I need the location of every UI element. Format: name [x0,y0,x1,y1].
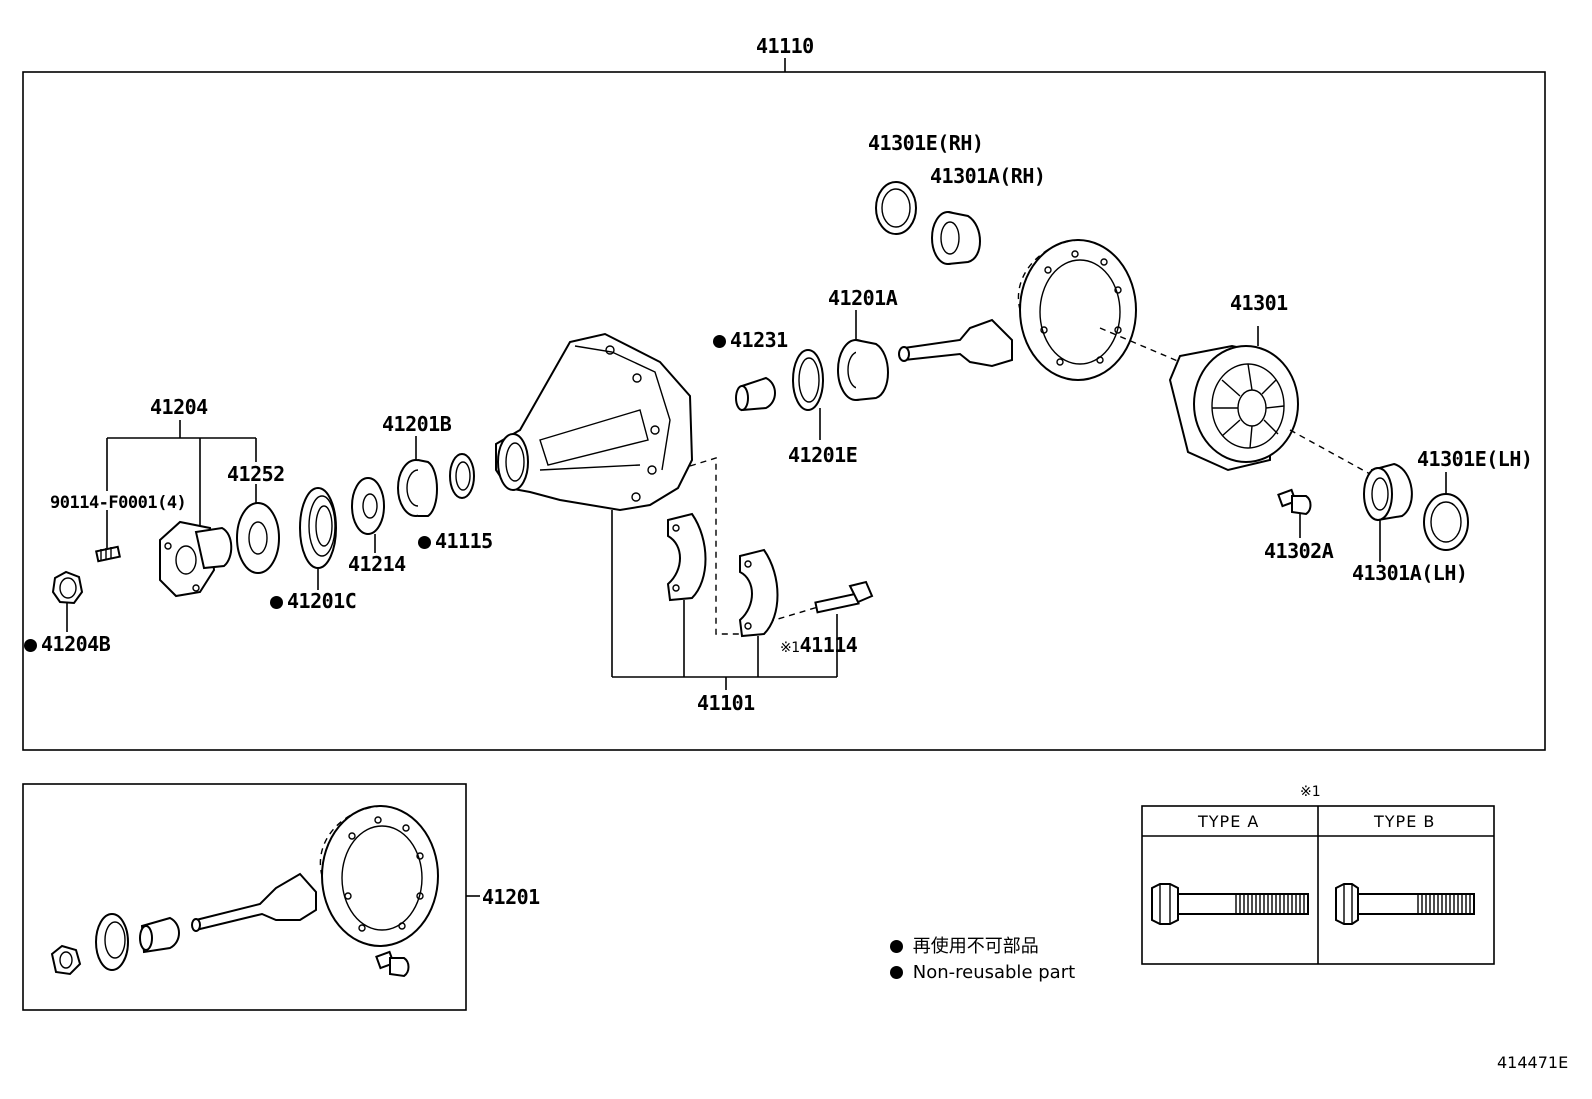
label-41201A: 41201A [828,286,898,310]
axis-dash-1 [1099,327,1181,363]
non-reusable-dot-icon [418,536,431,549]
legend-jp-text: 再使用不可部品 [912,936,1039,957]
label-41110: 41110 [756,34,814,58]
seal-41301E-LH [1423,472,1469,551]
label-41114-text: 41114 [799,633,858,657]
label-41302A: 41302A [1264,539,1334,563]
ring-41115 [449,453,475,499]
label-41301A-LH: 41301A(LH) [1352,561,1468,585]
type-note-marker: ※1 [780,640,800,656]
label-41301A-RH: 41301A(RH) [930,164,1046,188]
label-41301E-RH: 41301E(RH) [868,131,984,155]
washer-41252 [236,484,280,574]
carrier-housing [495,332,694,677]
bracket-41101 [612,676,837,690]
sleeve-41231 [735,376,776,412]
label-90114: 90114-F0001(4) [50,493,187,513]
label-41231: 41231 [713,329,788,351]
label-41201: 41201 [482,885,540,909]
bearing-41301A-RH [931,211,981,265]
label-41115-text: 41115 [435,529,493,553]
seal-41301E-RH [875,181,917,235]
label-41252: 41252 [227,462,285,486]
label-41301: 41301 [1230,291,1288,315]
label-41204B-text: 41204B [41,632,111,656]
bearing-cap-2 [738,548,779,677]
ring-gear-pinion [898,239,1137,381]
legend-en: Non-reusable part [890,962,1075,984]
kit-frame [22,783,467,1011]
legend-jp: 再使用不可部品 [890,936,1039,958]
bearing-41201B [397,436,438,517]
bolt-type-b [1335,883,1475,925]
stud-90114 [95,545,121,563]
bolt-type-a [1151,883,1309,925]
type-a-header: TYPE A [1198,812,1260,831]
carrier-dashed-guide [689,457,819,635]
bolt-41302A [1277,488,1312,538]
footer-code: 414471E [1497,1053,1569,1072]
label-41114: ※141114 [780,633,858,659]
type-table [1141,805,1495,965]
label-41201C-text: 41201C [287,589,357,613]
type-table-note: ※1 [1300,784,1321,800]
non-reusable-dot-icon [270,596,283,609]
type-b-header: TYPE B [1374,812,1436,831]
bearing-cap-1 [666,512,707,677]
legend-en-text: Non-reusable part [912,962,1076,983]
non-reusable-dot-icon [713,335,726,348]
non-reusable-dot-icon [24,639,37,652]
ring-41201E [792,349,824,440]
differential-case-41301 [1168,326,1299,472]
non-reusable-dot-icon [890,940,903,953]
label-41101: 41101 [697,691,755,715]
spacer-41214 [351,477,385,553]
label-41214: 41214 [348,552,406,576]
nut-41204B [51,570,84,632]
label-41301E-LH: 41301E(LH) [1417,447,1533,471]
label-41231-text: 41231 [730,328,788,352]
axis-dash-2 [1289,429,1371,475]
label-41204: 41204 [150,395,208,419]
bolt-41114 [814,580,874,677]
kit-contents [50,805,439,978]
label-41201E: 41201E [788,443,858,467]
label-41204B: 41204B [24,632,111,656]
assembly-frame [22,71,1546,751]
non-reusable-dot-icon [890,966,903,979]
flange-41204 [159,520,233,598]
bearing-41301A-LH [1363,462,1413,562]
seal-41201C [299,487,337,590]
label-41201C: 41201C [270,589,357,613]
bracket-41204 [106,420,257,548]
label-41201B: 41201B [382,412,452,436]
bearing-41201A [837,310,889,401]
label-41115: 41115 [418,530,493,552]
